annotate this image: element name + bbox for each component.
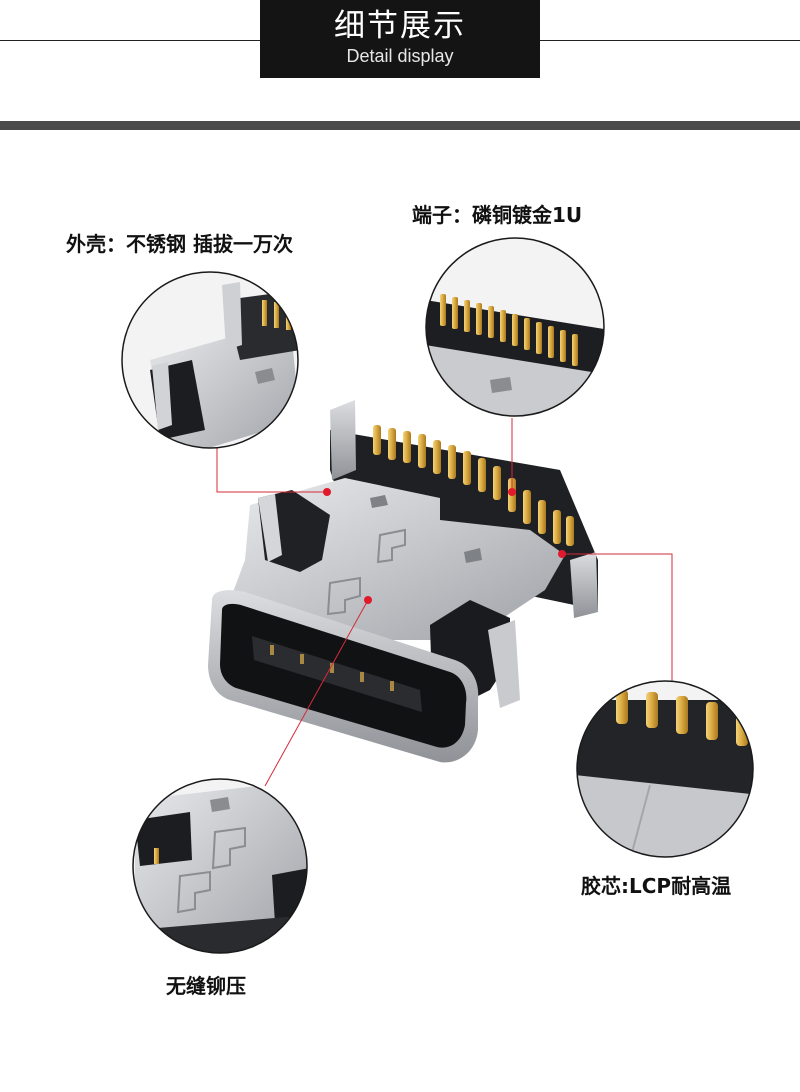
gold-terminal-pins xyxy=(373,425,574,546)
callout-core-label: 胶芯:LCP耐高温 xyxy=(581,874,732,898)
callout-seam-label: 无缝铆压 xyxy=(166,974,246,998)
section-subtitle: Detail display xyxy=(346,46,454,66)
zoom-circle-terminal xyxy=(425,237,605,417)
header-line-right xyxy=(540,40,800,41)
callout-shell-label: 外壳：不锈钢 插拔一万次 xyxy=(66,232,293,256)
section-title: 细节展示 xyxy=(334,8,466,44)
zoom-circle-shell xyxy=(121,271,299,449)
zoom-circle-core xyxy=(576,680,754,858)
section-header: 细节展示 Detail display xyxy=(260,0,540,78)
leader-lines xyxy=(216,418,673,787)
header-line-left xyxy=(0,40,260,41)
callout-terminal-label: 端子：磷铜镀金1U xyxy=(412,203,583,227)
header-divider xyxy=(0,121,800,130)
zoom-circle-seam xyxy=(132,778,308,954)
usb-c-connector xyxy=(208,400,598,763)
leader-dots xyxy=(323,488,566,604)
